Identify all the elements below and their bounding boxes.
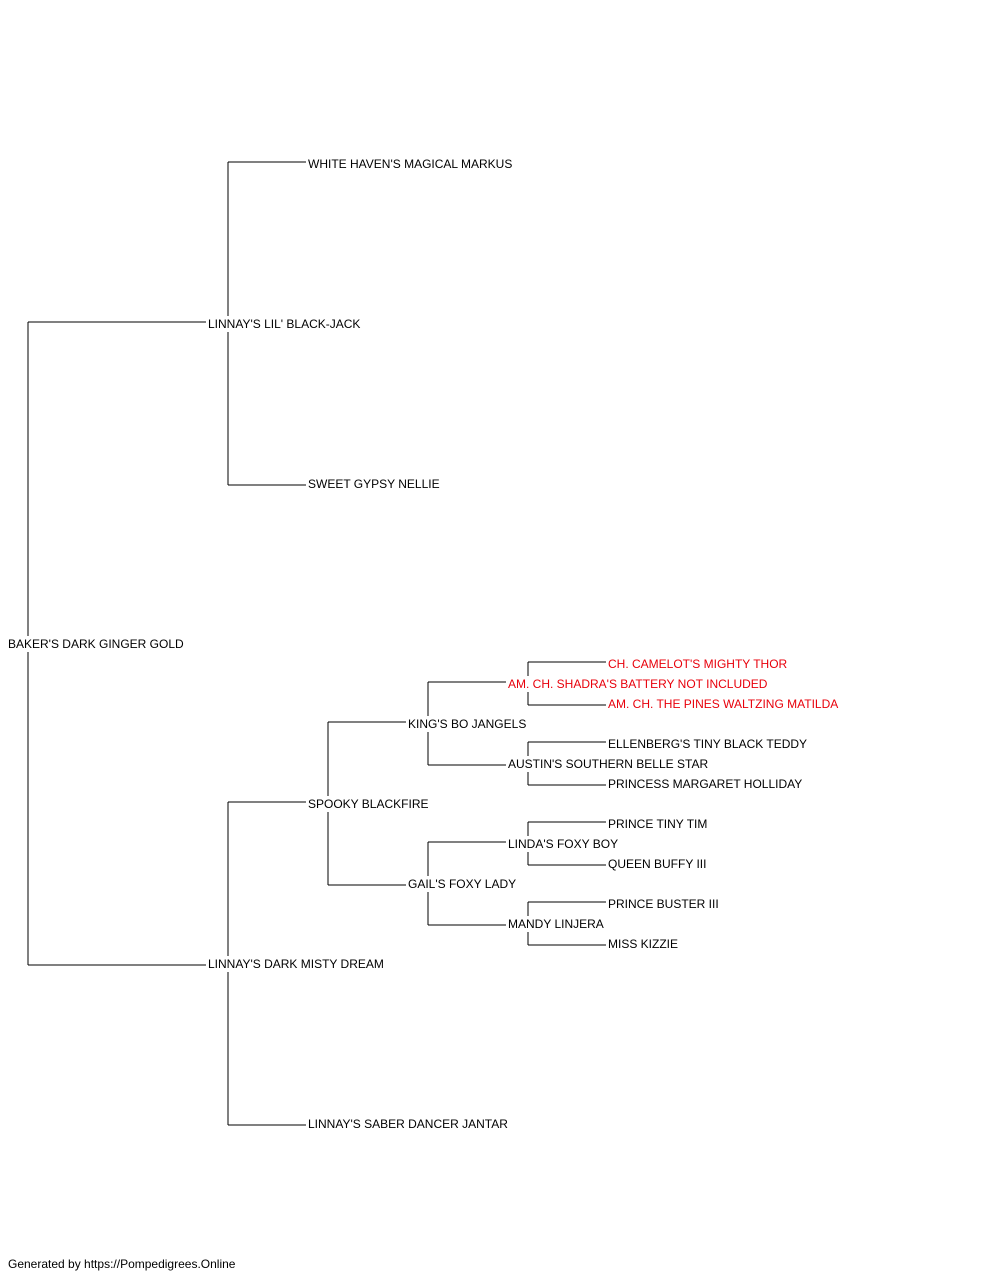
dam-dam-name: LINNAY'S SABER DANCER JANTAR (308, 1116, 510, 1132)
sire-name: LINNAY'S LIL' BLACK-JACK (208, 316, 363, 332)
champion-name: AM. CH. THE PINES WALTZING MATILDA (608, 696, 841, 712)
dam-sire-sire-name: KING'S BO JANGELS (408, 716, 529, 732)
ancestor-name: ELLENBERG'S TINY BLACK TEDDY (608, 736, 810, 752)
ancestor-name: LINDA'S FOXY BOY (508, 836, 621, 852)
sire-sire-name: WHITE HAVEN'S MAGICAL MARKUS (308, 156, 515, 172)
dam-sire-dam-name: GAIL'S FOXY LADY (408, 876, 519, 892)
champion-name: CH. CAMELOT'S MIGHTY THOR (608, 656, 790, 672)
ancestor-name: AUSTIN'S SOUTHERN BELLE STAR (508, 756, 711, 772)
subject-name: BAKER'S DARK GINGER GOLD (8, 636, 186, 652)
dam-sire-name: SPOOKY BLACKFIRE (308, 796, 431, 812)
sire-dam-name: SWEET GYPSY NELLIE (308, 476, 442, 492)
ancestor-name: MANDY LINJERA (508, 916, 606, 932)
ancestor-name: MISS KIZZIE (608, 936, 681, 952)
dam-name: LINNAY'S DARK MISTY DREAM (208, 956, 386, 972)
ancestor-name: PRINCE BUSTER III (608, 896, 721, 912)
champion-name: AM. CH. SHADRA'S BATTERY NOT INCLUDED (508, 676, 770, 692)
ancestor-name: PRINCESS MARGARET HOLLIDAY (608, 776, 805, 792)
ancestor-name: PRINCE TINY TIM (608, 816, 710, 832)
generated-by-footer: Generated by https://Pompedigrees.Online (8, 1257, 236, 1271)
ancestor-name: QUEEN BUFFY III (608, 856, 709, 872)
